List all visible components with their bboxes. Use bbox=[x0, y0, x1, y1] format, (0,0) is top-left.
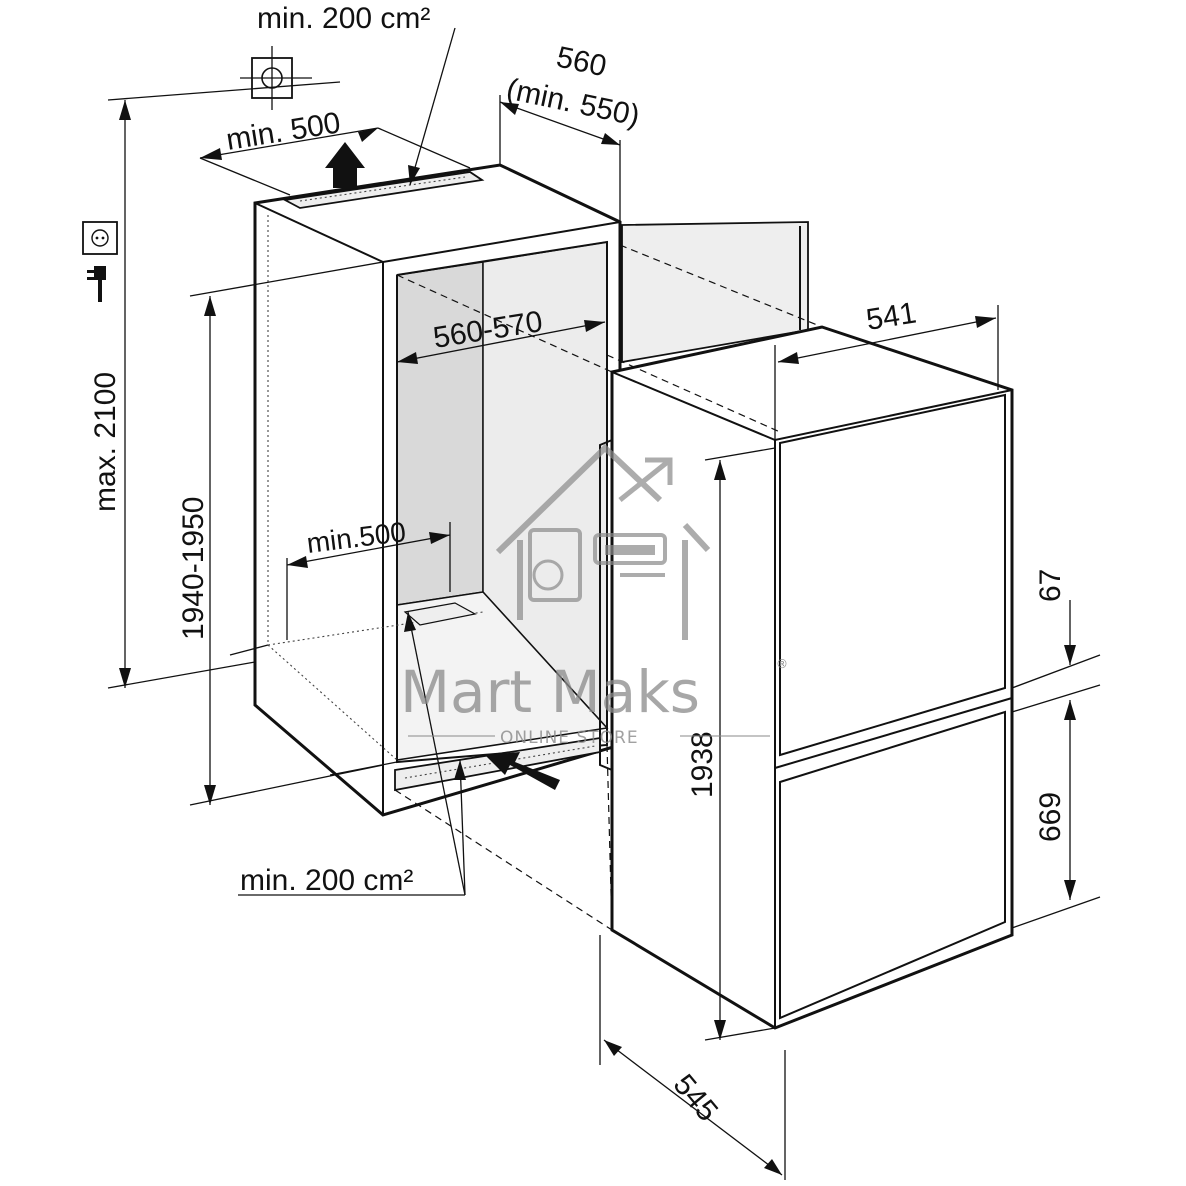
niche-height-label: 1940-1950 bbox=[177, 497, 210, 640]
floor-vent-slot bbox=[403, 602, 477, 626]
dimension-lines bbox=[107, 27, 1101, 1180]
power-plug-icon bbox=[87, 266, 106, 302]
top-depth-min-label: (min. 550) bbox=[504, 73, 643, 133]
lower-door-label: 669 bbox=[1034, 792, 1067, 842]
niche-side-dotted bbox=[267, 215, 398, 761]
top-width-label: min. 500 bbox=[224, 106, 343, 157]
projection-lines bbox=[394, 244, 823, 931]
top-vent-label: min. 200 cm² bbox=[257, 2, 430, 35]
power-socket-icon bbox=[82, 221, 118, 255]
appliance-fridge bbox=[599, 325, 1014, 1030]
appliance-depth-label: 545 bbox=[667, 1068, 724, 1128]
max-height-label: max. 2100 bbox=[89, 372, 122, 512]
ventilation-icon bbox=[240, 46, 312, 110]
watermark: Mart Maks ® ONLINE STORE bbox=[400, 443, 788, 748]
bottom-vent-label: min. 200 cm² bbox=[240, 864, 413, 897]
lower-door bbox=[779, 710, 1006, 1020]
upper-door bbox=[779, 393, 1006, 757]
watermark-brand: Mart Maks bbox=[400, 658, 700, 726]
house-logo-icon bbox=[495, 443, 711, 640]
top-depth-label: 560 bbox=[554, 41, 610, 84]
watermark-registered: ® bbox=[776, 657, 788, 671]
top-vent-slot bbox=[282, 171, 485, 209]
airflow-in-arrow bbox=[485, 752, 560, 790]
watermark-tagline: ONLINE STORE bbox=[500, 728, 639, 748]
floor-depth-label: min.500 bbox=[305, 516, 408, 559]
airflow-up-arrow bbox=[325, 142, 365, 188]
appliance-width-label: 541 bbox=[864, 296, 919, 336]
appliance-height-label: 1938 bbox=[686, 731, 719, 798]
gap-label: 67 bbox=[1034, 569, 1067, 602]
open-door-panel bbox=[621, 221, 809, 364]
niche-back-wall bbox=[396, 261, 484, 606]
